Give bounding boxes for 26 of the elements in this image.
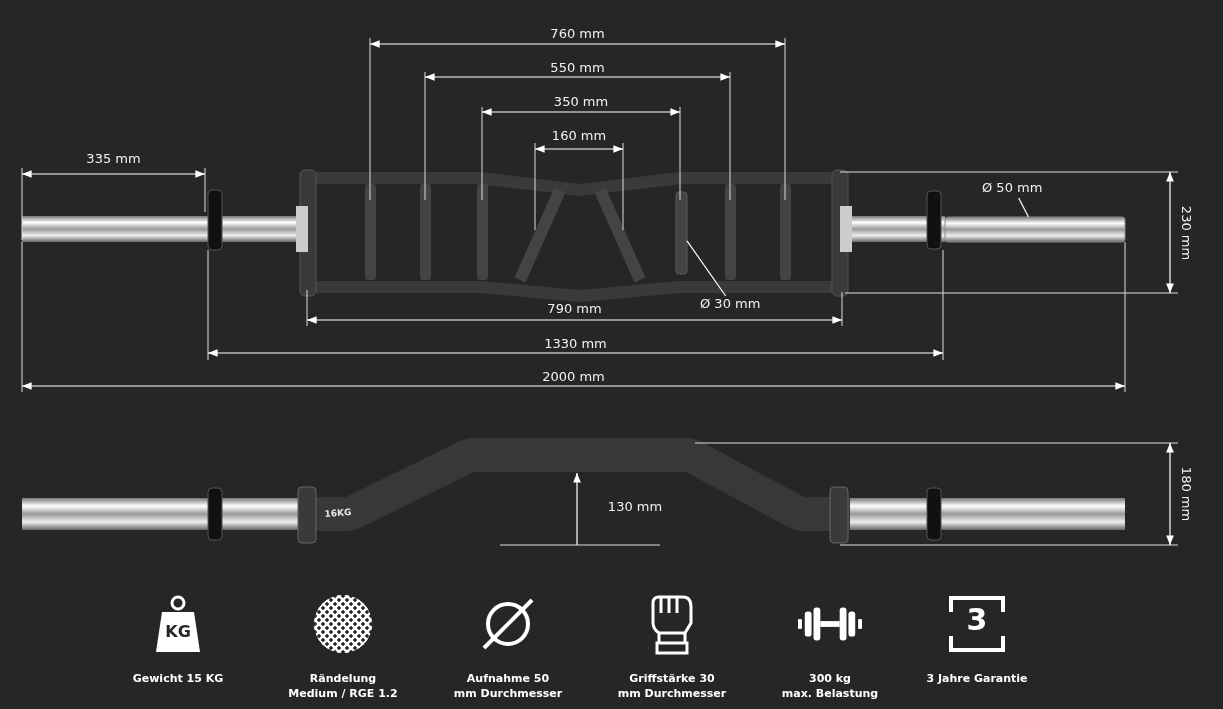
- feature-caption: 300 kg max. Belastung: [780, 672, 880, 702]
- feature-caption: Aufnahme 50 mm Durchmesser: [452, 672, 564, 702]
- icon-text: 3: [966, 605, 988, 635]
- dimension-label: 2000 mm: [542, 368, 605, 384]
- feature-caption: Rändelung Medium / RGE 1.2: [287, 672, 399, 702]
- leader-line: [1018, 197, 1030, 218]
- dimension-label: 160 mm: [551, 127, 607, 143]
- icon-text: KG: [165, 624, 191, 640]
- grip-bar: [675, 191, 688, 275]
- feature-caption: 3 Jahre Garantie: [926, 672, 1028, 687]
- dimension-label: 230 mm: [1178, 205, 1194, 260]
- dimension-label: 550 mm: [550, 59, 605, 75]
- sleeve: [944, 216, 1126, 243]
- dimension-label: 130 mm: [607, 498, 663, 514]
- feature-caption: Gewicht 15 KG: [132, 672, 224, 687]
- dimension-label: 350 mm: [553, 93, 609, 109]
- diameter-label: Ø 50 mm: [982, 180, 1046, 198]
- dimension-label: 180 mm: [1178, 466, 1194, 522]
- dimension-label: 760 mm: [550, 25, 605, 41]
- weight-marking: 16KG: [324, 507, 352, 519]
- leader-line: [686, 240, 727, 297]
- dimension-label: 335 mm: [86, 150, 141, 166]
- feature-caption: Griffstärke 30 mm Durchmesser: [616, 672, 728, 702]
- diameter-label: Ø 30 mm: [700, 296, 764, 314]
- dimension-label: 1330 mm: [544, 335, 607, 351]
- dimension-label: 790 mm: [547, 300, 602, 316]
